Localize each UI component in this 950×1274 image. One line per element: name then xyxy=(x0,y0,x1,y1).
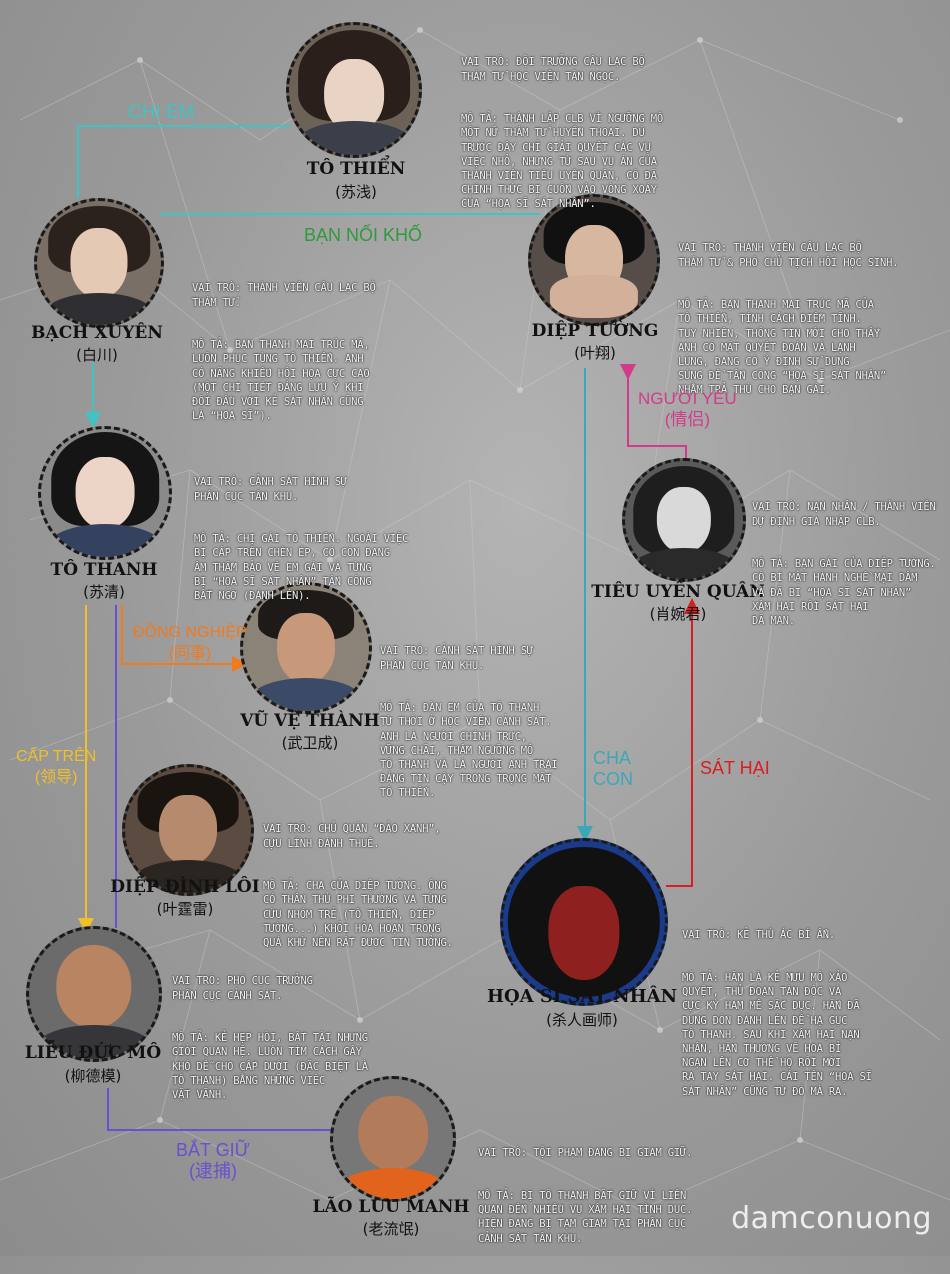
cn-vu-ve-thanh: (武卫成) xyxy=(281,734,339,752)
desc-diep-tuong: VAI TRÒ: THÀNH VIÊN CÂU LẠC BỘ THÁM TỬ &… xyxy=(678,213,899,426)
role-lao-luu-manh: VAI TRÒ: TỘI PHẠM ĐANG BỊ GIAM GIỮ. xyxy=(478,1147,693,1160)
cn-hoa-si-sat-nhan: (杀人画师) xyxy=(546,1011,618,1029)
name-diep-tuong: DIỆP TƯỜNG xyxy=(531,321,659,341)
name-hoa-si-sat-nhan: HỌA SĨ SÁT NHÂN xyxy=(486,986,678,1007)
desc-hoa-si-sat-nhan: VAI TRÒ: KẺ THÙ ÁC BÍ ẨN. MÔ TẢ: HẮN LÀ … xyxy=(682,900,872,1127)
line-chi-em xyxy=(77,125,290,198)
line-dong-nghiep xyxy=(121,605,248,672)
line-sat-hai xyxy=(666,598,700,887)
avatar-lao-luu-manh xyxy=(330,1076,456,1202)
name-bach-xuyen: BẠCH XUYÊN xyxy=(31,323,163,343)
line-nguoi-yeu xyxy=(620,364,687,462)
label-bat-giu: BẮT GIỮ (逮捕) xyxy=(176,1140,251,1181)
desc-lieu-duc-mo: VAI TRÒ: PHÓ CỤC TRƯỞNG PHÂN CỤC CẢNH SÁ… xyxy=(172,946,368,1131)
text-to-thien: MÔ TẢ: THÀNH LẬP CLB VÌ NGƯỠNG MỘ MỘT NỮ… xyxy=(461,113,664,211)
role-hoa-si-sat-nhan: VAI TRÒ: KẺ THÙ ÁC BÍ ẨN. xyxy=(682,929,836,942)
role-to-thanh: VAI TRÒ: CẢNH SÁT HÌNH SỰ PHÂN CỤC TÂN K… xyxy=(194,476,348,503)
name-to-thanh: TÔ THANH xyxy=(50,560,158,580)
avatar-hoa-si-sat-nhan xyxy=(500,838,668,1006)
name-tieu-uyen-quan: TIÊU UYỂN QUÂN xyxy=(591,582,765,602)
avatar-tieu-uyen-quan xyxy=(622,458,746,582)
name-lieu-duc-mo: LIỄU ĐỨC MÔ xyxy=(24,1043,162,1063)
label-sat-hai: SÁT HẠI xyxy=(700,758,770,778)
label-dong-nghiep: ĐỒNG NGHIỆP (同事) xyxy=(133,624,247,662)
role-lieu-duc-mo: VAI TRÒ: PHÓ CỤC TRƯỞNG PHÂN CỤC CẢNH SÁ… xyxy=(172,975,313,1002)
text-diep-dinh-loi: MÔ TẢ: CHA CỦA DIỆP TƯỜNG. ÔNG CÓ THÂN T… xyxy=(263,880,453,950)
avatar-diep-tuong xyxy=(528,194,660,326)
desc-to-thien: VAI TRÒ: ĐỘI TRƯỞNG CÂU LẠC BỘ THÁM TỬ H… xyxy=(461,27,663,240)
desc-diep-dinh-loi: VAI TRÒ: CHỦ QUÁN “ĐẢO XANH”, CỰU LÍNH Đ… xyxy=(263,794,453,979)
text-diep-tuong: MÔ TẢ: BẠN THANH MAI TRÚC MÃ CỦA TÔ THIỂ… xyxy=(678,299,887,397)
text-bach-xuyen: MÔ TẢ: BẠN THANH MAI TRÚC MÃ, LUÔN PHỤC … xyxy=(192,339,370,423)
avatar-lieu-duc-mo xyxy=(26,926,162,1062)
role-diep-tuong: VAI TRÒ: THÀNH VIÊN CÂU LẠC BỘ THÁM TỬ &… xyxy=(678,242,899,269)
desc-tieu-uyen-quan: VAI TRÒ: NẠN NHÂN / THÀNH VIÊN DỰ ĐỊNH G… xyxy=(752,472,936,657)
desc-to-thanh: VAI TRÒ: CẢNH SÁT HÌNH SỰ PHÂN CỤC TÂN K… xyxy=(194,447,408,632)
avatar-vu-ve-thanh xyxy=(240,582,372,714)
role-bach-xuyen: VAI TRÒ: THÀNH VIÊN CÂU LẠC BỘ THÁM TỬ. xyxy=(192,282,376,309)
avatar-bach-xuyen xyxy=(34,198,164,328)
name-lao-luu-manh: LÃO LƯU MANH xyxy=(312,1197,470,1217)
label-chi-em: CHỊ EM xyxy=(128,102,195,123)
avatar-diep-dinh-loi xyxy=(122,764,254,896)
avatar-to-thien xyxy=(286,22,422,158)
text-tieu-uyen-quan: MÔ TẢ: BẠN GÁI CỦA DIỆP TƯỜNG. CÔ BÍ MẬT… xyxy=(752,558,936,628)
cn-bach-xuyen: (白川) xyxy=(76,346,118,364)
label-nguoi-yeu: NGƯỜI YÊU (情侣) xyxy=(638,389,737,429)
role-tieu-uyen-quan: VAI TRÒ: NẠN NHÂN / THÀNH VIÊN DỰ ĐỊNH G… xyxy=(752,501,936,528)
cn-to-thien: (苏浅) xyxy=(335,183,377,201)
text-hoa-si-sat-nhan: MÔ TẢ: HẮN LÀ KẺ MƯU MÔ XẢO QUYỆT, THỦ Đ… xyxy=(682,972,872,1098)
label-ban-noi-kho: BẠN NỐI KHỐ xyxy=(304,225,423,245)
label-cap-tren: CẤP TRÊN (领导) xyxy=(16,748,97,786)
line-bat-giu-bottom xyxy=(107,1088,334,1131)
cn-to-thanh: (苏清) xyxy=(83,583,125,601)
desc-lao-luu-manh: VAI TRÒ: TỘI PHẠM ĐANG BỊ GIAM GIỮ. MÔ T… xyxy=(478,1118,692,1274)
name-to-thien: TÔ THIỂN xyxy=(306,159,406,179)
cn-tieu-uyen-quan: (肖婉君) xyxy=(649,605,707,623)
cn-diep-dinh-loi: (叶霆雷) xyxy=(156,900,214,918)
text-lao-luu-manh: MÔ TẢ: BỊ TÔ THANH BẮT GIỮ VÌ LIÊN QUAN … xyxy=(478,1190,693,1245)
desc-vu-ve-thanh: VAI TRÒ: CẢNH SÁT HÌNH SỰ PHÂN CỤC TÂN K… xyxy=(380,616,558,829)
role-to-thien: VAI TRÒ: ĐỘI TRƯỞNG CÂU LẠC BỘ THÁM TỬ H… xyxy=(461,56,645,83)
role-diep-dinh-loi: VAI TRÒ: CHỦ QUÁN “ĐẢO XANH”, CỰU LÍNH Đ… xyxy=(263,823,441,850)
desc-bach-xuyen: VAI TRÒ: THÀNH VIÊN CÂU LẠC BỘ THÁM TỬ. … xyxy=(192,253,376,452)
cn-diep-tuong: (叶翔) xyxy=(574,344,616,362)
cn-lieu-duc-mo: (柳德模) xyxy=(64,1067,122,1085)
text-to-thanh: MÔ TẢ: CHỊ GÁI TÔ THIỂN. NGOÀI VIỆC BỊ C… xyxy=(194,533,409,603)
role-vu-ve-thanh: VAI TRÒ: CẢNH SÁT HÌNH SỰ PHÂN CỤC TÂN K… xyxy=(380,645,534,672)
name-diep-dinh-loi: DIỆP ĐÌNH LÔI xyxy=(110,877,260,897)
watermark: damconuong xyxy=(731,1201,932,1236)
label-cha-con: CHA CON xyxy=(593,748,633,789)
name-vu-ve-thanh: VŨ VỆ THÀNH xyxy=(240,711,380,731)
avatar-to-thanh xyxy=(38,426,172,560)
text-vu-ve-thanh: MÔ TẢ: ĐÀN EM CỦA TÔ THANH TỪ THỜI Ở HỌC… xyxy=(380,702,558,800)
text-lieu-duc-mo: MÔ TẢ: KẺ HẸP HÒI, BẤT TÀI NHƯNG GIỎI QU… xyxy=(172,1032,368,1102)
cn-lao-luu-manh: (老流氓) xyxy=(362,1220,420,1238)
